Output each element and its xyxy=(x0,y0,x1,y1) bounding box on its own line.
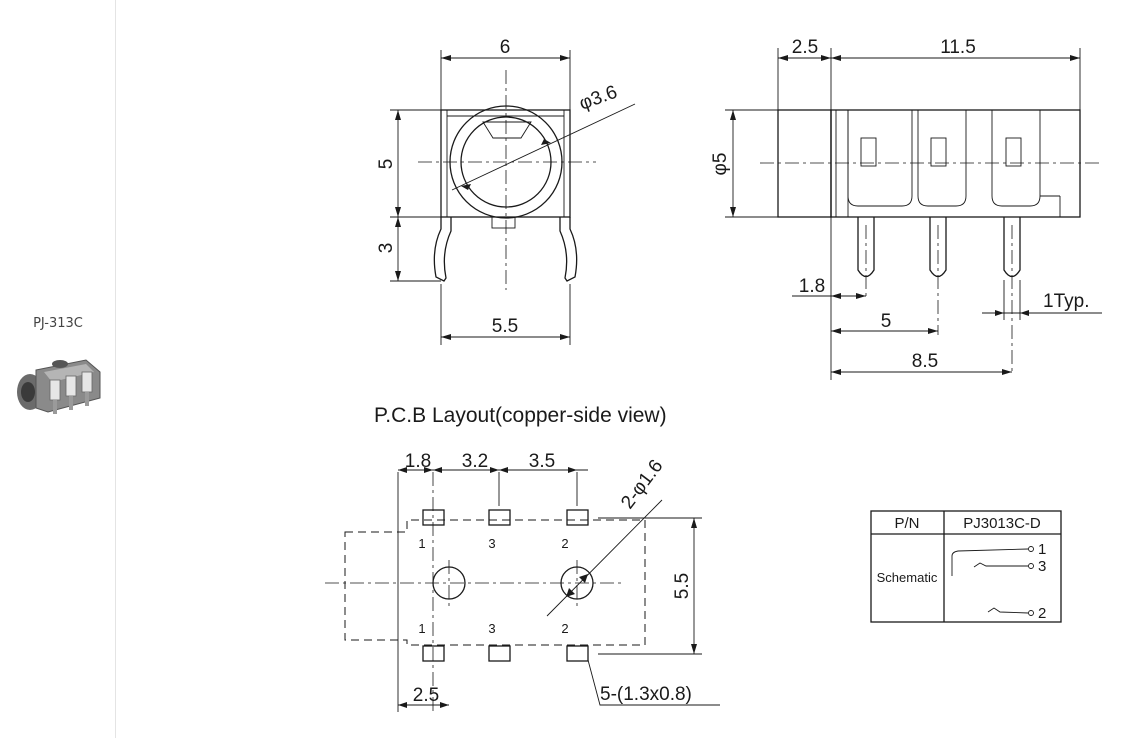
pcb-pad-label: 2 xyxy=(561,621,568,636)
side-body-length-dim: 11.5 xyxy=(940,37,976,58)
technical-drawing: 6 5 3 5.5 φ3.6 xyxy=(325,37,1102,712)
schematic-pin-label: 1 xyxy=(1038,541,1046,558)
side-barrel xyxy=(777,109,832,218)
side-first-pin-dim: 1.8 xyxy=(799,276,825,297)
pcb-pad-label: 2 xyxy=(561,536,568,551)
front-pin-spacing-dim: 5.5 xyxy=(492,316,518,337)
pcb-pitch-1-dim: 1.8 xyxy=(405,451,431,472)
pcb-outline xyxy=(344,519,646,646)
product-label[interactable]: PJ-313C xyxy=(33,316,83,331)
pcb-bottom-offset-dim: 2.5 xyxy=(413,685,439,706)
side-barrel-length-dim: 2.5 xyxy=(792,37,818,58)
front-left-pin xyxy=(433,217,452,282)
pcb-pad-label: 3 xyxy=(488,536,495,551)
schematic-pin-label: 3 xyxy=(1038,558,1046,575)
front-width-dim: 6 xyxy=(500,37,511,58)
pcb-pad-bottom-1 xyxy=(422,645,445,662)
side-pin-width-dim: 1Typ. xyxy=(1043,291,1089,312)
pcb-pad-bottom-3 xyxy=(488,645,511,662)
pcb-pad-top-1 xyxy=(422,509,445,526)
schematic-pin-2-line xyxy=(987,607,1029,614)
pcb-pad-label: 3 xyxy=(488,621,495,636)
pcb-pitch-3-dim: 3.5 xyxy=(529,451,555,472)
pin-table: P/N PJ3013C-D Schematic 1 3 2 xyxy=(870,510,1062,623)
pcb-pad-bottom-2 xyxy=(566,645,589,662)
schematic-pin-label: 2 xyxy=(1038,605,1046,622)
front-hole-diameter-dim: φ3.6 xyxy=(577,82,621,115)
side-diameter-dim: φ5 xyxy=(710,153,731,176)
pcb-pad-top-3 xyxy=(488,509,511,526)
pcb-pad-top-2 xyxy=(566,509,589,526)
front-view: 6 5 3 5.5 φ3.6 xyxy=(376,37,636,345)
table-schematic-label: Schematic xyxy=(877,570,938,585)
sidebar: PJ-313C xyxy=(0,0,116,738)
product-thumbnail[interactable] xyxy=(8,342,108,422)
side-last-pin-dim: 8.5 xyxy=(912,351,938,372)
pcb-row-spacing-dim: 5.5 xyxy=(672,573,693,599)
front-height-dim: 5 xyxy=(376,159,397,170)
side-pin-pitch-dim: 5 xyxy=(881,311,892,332)
side-view: 2.5 11.5 φ5 1.8 5 8.5 1Typ. xyxy=(710,37,1102,380)
front-right-pin xyxy=(559,217,578,282)
pcb-hole-callout: 2-φ1.6 xyxy=(617,456,667,513)
table-header-pn: P/N xyxy=(894,515,919,532)
schematic-pin-3-line xyxy=(973,562,1028,568)
pcb-pitch-2-dim: 3.2 xyxy=(462,451,488,472)
pcb-pad-label: 1 xyxy=(418,536,425,551)
table-header-part: PJ3013C-D xyxy=(963,515,1041,532)
pcb-layout: P.C.B Layout(copper-side view) 1 3 2 1 3… xyxy=(325,404,720,712)
pcb-pad-callout: 5-(1.3x0.8) xyxy=(600,684,692,705)
pcb-pad-label: 1 xyxy=(418,621,425,636)
pcb-title: P.C.B Layout(copper-side view) xyxy=(374,404,667,427)
schematic-pin-1-line xyxy=(951,548,1029,576)
side-body xyxy=(830,109,1081,218)
front-pin-length-dim: 3 xyxy=(376,243,397,254)
